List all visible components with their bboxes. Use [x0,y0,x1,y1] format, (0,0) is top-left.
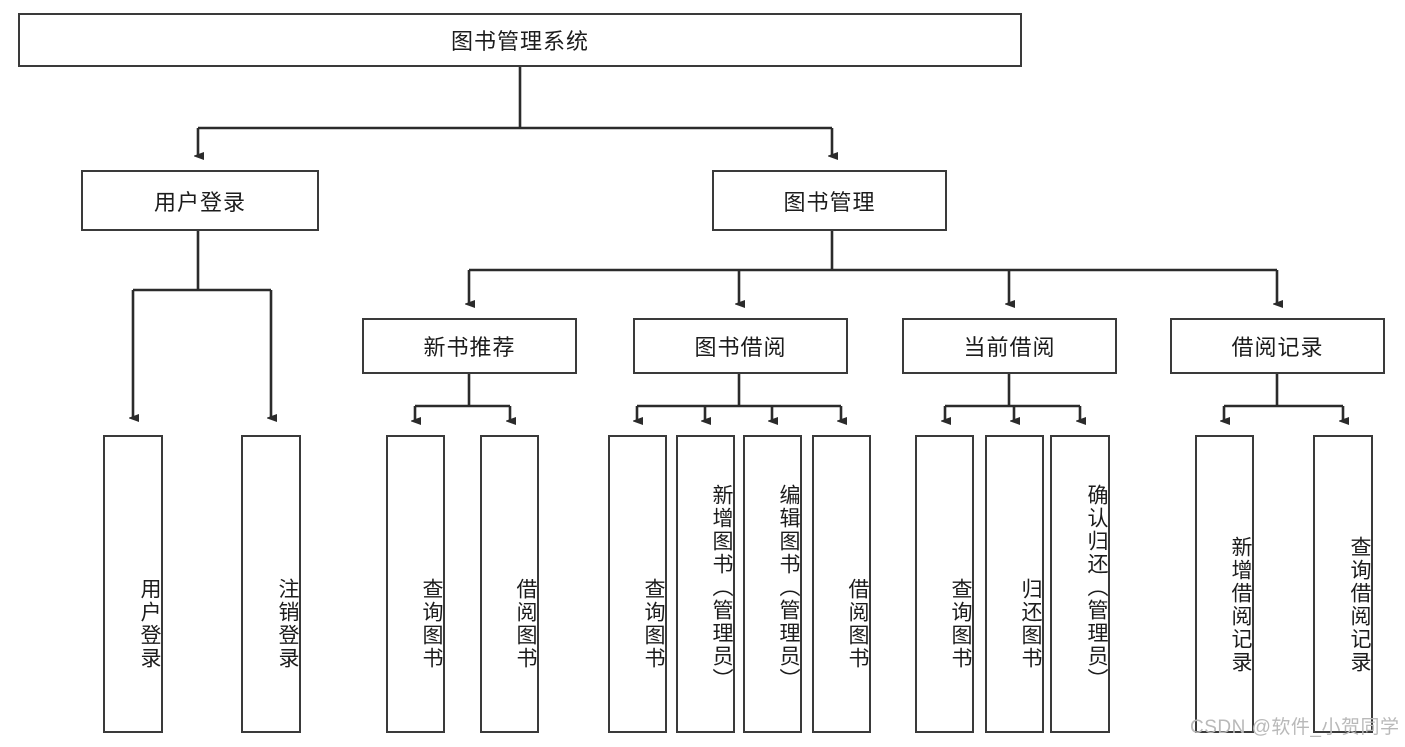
node-label: 新增借阅记录 [1229,536,1252,674]
node-label: 用户登录 [138,578,161,670]
node-leaf-return-book[interactable]: 归还图书 [985,435,1044,733]
node-new-book-recommend[interactable]: 新书推荐 [362,318,577,374]
node-book-borrow[interactable]: 图书借阅 [633,318,848,374]
node-leaf-confirm-return-admin[interactable]: 确认归还（管理员） [1050,435,1110,733]
node-label: 图书管理系统 [450,29,589,54]
node-root-book-management-system[interactable]: 图书管理系统 [18,13,1022,67]
node-leaf-query-book-cu[interactable]: 查询图书 [915,435,974,733]
node-label: 用户登录 [153,189,246,215]
node-label: 新书推荐 [423,335,516,360]
node-borrow-records[interactable]: 借阅记录 [1170,318,1385,374]
node-label: 查询图书 [642,578,665,670]
node-label: 查询图书 [949,578,972,670]
node-leaf-add-book-admin[interactable]: 新增图书（管理员） [676,435,735,733]
node-label: 图书借阅 [694,335,787,360]
node-label: 借阅图书 [514,578,537,670]
node-leaf-edit-book-admin[interactable]: 编辑图书（管理员） [743,435,802,733]
node-leaf-user-login[interactable]: 用户登录 [103,435,163,733]
watermark-text: CSDN @软件_小贺同学 [1190,717,1400,738]
node-label: 新增图书（管理员） [710,483,733,691]
node-label: 查询借阅记录 [1348,536,1371,674]
node-label: 查询图书 [420,578,443,670]
node-leaf-query-book-bo[interactable]: 查询图书 [608,435,667,733]
node-label: 注销登录 [276,578,299,670]
node-label: 当前借阅 [963,335,1056,360]
node-leaf-logout[interactable]: 注销登录 [241,435,301,733]
node-label: 编辑图书（管理员） [777,483,800,691]
node-label: 图书管理 [783,189,876,215]
node-leaf-add-borrow-record[interactable]: 新增借阅记录 [1195,435,1254,733]
node-leaf-query-borrow-record[interactable]: 查询借阅记录 [1313,435,1373,733]
node-leaf-borrow-book-nb[interactable]: 借阅图书 [480,435,539,733]
node-label: 借阅图书 [846,578,869,670]
node-book-management[interactable]: 图书管理 [712,170,947,231]
node-leaf-borrow-book-bo[interactable]: 借阅图书 [812,435,871,733]
node-current-borrow[interactable]: 当前借阅 [902,318,1117,374]
csdn-watermark: CSDN @软件_小贺同学 [1190,712,1399,739]
node-leaf-query-book-nb[interactable]: 查询图书 [386,435,445,733]
node-label: 确认归还（管理员） [1085,483,1108,691]
node-user-login[interactable]: 用户登录 [81,170,319,231]
node-label: 借阅记录 [1231,335,1324,360]
node-label: 归还图书 [1019,578,1042,670]
